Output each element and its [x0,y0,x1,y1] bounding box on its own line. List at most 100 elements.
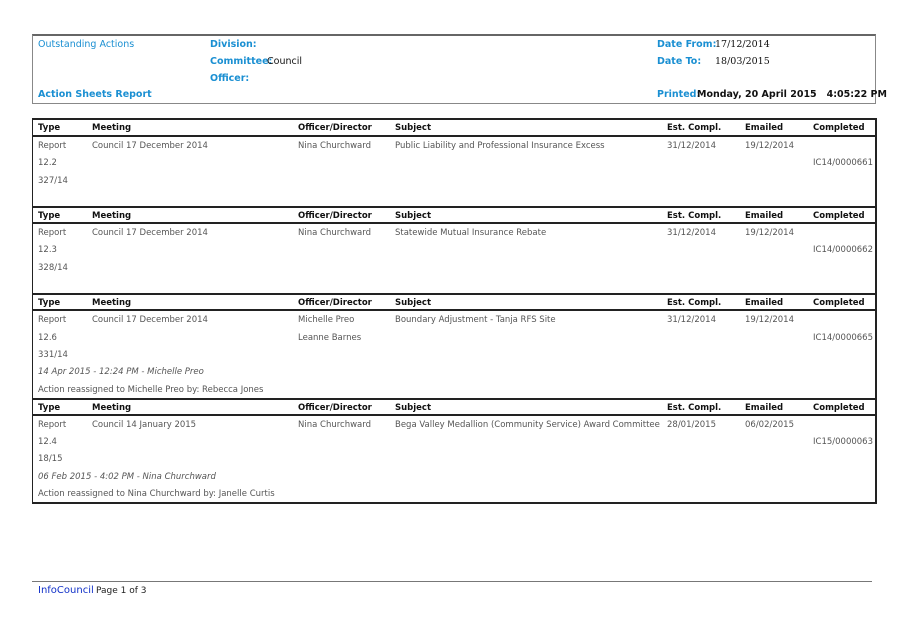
column-header-officer: Officer/Director [298,298,372,309]
record-est-compl: 31/12/2014 [667,228,716,239]
record-completed: IC15/0000063 [813,437,873,448]
column-header-type: Type [38,298,61,309]
action-record: Type Meeting Officer/Director Subject Est. C… [33,206,875,293]
date-to-label: Date To: [657,56,702,67]
date-to-value: 18/03/2015 [715,56,770,67]
report-header [32,34,876,104]
table-row: Report Council 17 December 2014 Michelle P… [33,311,875,328]
action-record: Type Meeting Officer/Director Subject Est. C… [33,397,875,502]
footer-page: Page 1 of 3 [96,586,147,596]
record-note: Action reassigned to Michelle Preo by: R… [38,384,264,395]
record-completed: IC14/0000665 [813,332,873,343]
record-note: Action reassigned to Nina Churchward by:… [38,489,275,500]
column-header-completed: Completed [813,211,865,222]
footer-divider [32,581,872,582]
column-header-subject: Subject [395,402,432,413]
record-est-compl: 28/01/2015 [667,419,716,430]
table-row [33,189,875,206]
date-from-label: Date From: [657,39,717,50]
record-completed: IC14/0000661 [813,158,873,169]
column-header-meeting: Meeting [92,123,132,133]
record-subject: Public Liability and Professional Insura… [395,141,605,151]
column-header-subject: Subject [395,123,432,133]
record-type: Report [38,228,67,239]
committee-label: Committee: [210,56,273,67]
table-row: 12.3 IC14/0000662 [33,241,875,258]
record-officer: Nina Churchward [298,228,371,239]
report-title: Outstanding Actions [38,39,135,50]
column-header-row: Type Meeting Officer/Director Subject Est. C… [33,206,875,225]
column-header-emailed: Emailed [745,298,784,309]
record-type: Report [38,315,67,326]
record-meeting: Council 17 December 2014 [92,315,208,326]
table-row: 12.6 Leanne Barnes IC14/0000665 [33,329,875,346]
printed-label: Printed: [657,89,701,100]
table-row: 18/15 [33,450,875,467]
record-subject: Boundary Adjustment - Tanja RFS Site [395,315,556,326]
record-meeting: Council 17 December 2014 [92,228,208,239]
column-header-emailed: Emailed [745,402,784,413]
column-header-est-compl: Est. Compl. [667,402,722,413]
column-header-row: Type Meeting Officer/Director Subject Est. C… [33,397,875,416]
table-row: Report Council 14 January 2015 Nina Church… [33,416,875,433]
table-row: 331/14 [33,346,875,363]
record-est-compl: 31/12/2014 [667,141,716,151]
officer-label: Officer: [210,73,250,84]
column-header-completed: Completed [813,123,865,133]
record-type: Report [38,141,67,151]
record-meeting: Council 17 December 2014 [92,141,208,151]
column-header-type: Type [38,402,61,413]
column-header-meeting: Meeting [92,211,132,222]
table-row: 14 Apr 2015 - 12:24 PM - Michelle Preo [33,363,875,380]
table-row: Report Council 17 December 2014 Nina Churc… [33,224,875,241]
record-officer: Michelle Preo [298,315,355,326]
column-header-type: Type [38,211,61,222]
column-header-est-compl: Est. Compl. [667,211,722,222]
record-meeting: Council 14 January 2015 [92,419,197,430]
report-name: Action Sheets Report [38,89,152,100]
record-officer: Nina Churchward [298,141,371,151]
table-row: Report Council 17 December 2014 Nina Churc… [33,137,875,154]
record-note-timestamp: 14 Apr 2015 - 12:24 PM - Michelle Preo [38,367,204,378]
table-row: 328/14 [33,259,875,276]
record-number: 327/14 [38,175,68,186]
footer-brand: InfoCouncil [38,585,94,596]
column-header-officer: Officer/Director [298,211,372,222]
column-header-officer: Officer/Director [298,123,372,133]
column-header-subject: Subject [395,298,432,309]
column-header-est-compl: Est. Compl. [667,123,722,133]
record-number: 328/14 [38,262,68,273]
table-row: Action reassigned to Michelle Preo by: R… [33,381,875,398]
column-header-est-compl: Est. Compl. [667,298,722,309]
record-item: 12.4 [38,437,57,448]
column-header-meeting: Meeting [92,402,132,413]
record-item: 12.6 [38,332,57,343]
table-row: 12.4 IC15/0000063 [33,433,875,450]
record-subject: Statewide Mutual Insurance Rebate [395,228,547,239]
record-type: Report [38,419,67,430]
record-officer: Nina Churchward [298,419,371,430]
record-item: 12.3 [38,245,57,256]
record-officer: Leanne Barnes [298,332,362,343]
column-header-officer: Officer/Director [298,402,372,413]
date-from-value: 17/12/2014 [715,39,770,50]
column-header-completed: Completed [813,298,865,309]
table-row [33,276,875,293]
record-emailed: 19/12/2014 [745,141,794,151]
record-emailed: 19/12/2014 [745,228,794,239]
column-header-emailed: Emailed [745,123,784,133]
column-header-subject: Subject [395,211,432,222]
record-completed: IC14/0000662 [813,245,873,256]
table-row: Action reassigned to Nina Churchward by:… [33,485,875,502]
record-emailed: 06/02/2015 [745,419,794,430]
column-header-emailed: Emailed [745,211,784,222]
printed-value: Monday, 20 April 2015 4:05:22 PM [697,89,887,100]
record-number: 18/15 [38,454,63,465]
table-row: 327/14 [33,172,875,189]
